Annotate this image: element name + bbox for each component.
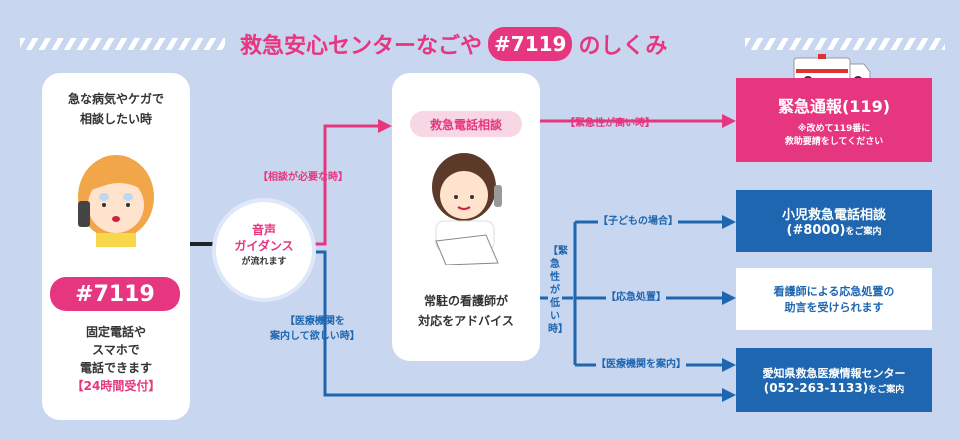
emergency-title: 緊急通報(119)	[777, 97, 891, 116]
consult-line2: 対応をアドバイス	[418, 314, 514, 328]
consult-desc: 常駐の看護師が 対応をアドバイス	[392, 291, 540, 331]
label-first-aid: 【応急処置】	[606, 288, 666, 303]
guidance-line3: が流れます	[241, 257, 287, 267]
title-stripes-left	[20, 38, 225, 50]
child-line2: (#8000)	[786, 223, 846, 238]
arrow-guidance-consult	[310, 124, 380, 246]
arrow-consult-emergency-head	[722, 114, 736, 128]
center-line2: (052-263-1133)	[763, 381, 869, 395]
label-hospital-info: 【医療機関を 案内して欲しい時】	[270, 312, 360, 342]
result-first-aid: 看護師による応急処置の 助言を受けられます	[736, 268, 932, 330]
caller-top-text: 急な病気やケガで 相談したい時	[42, 89, 190, 129]
result-child: 小児救急電話相談 (#8000)をご案内	[736, 190, 932, 252]
caller-bottom-text: 固定電話や スマホで 電話できます 【24時間受付】	[42, 323, 190, 395]
label-hospital-info-line2: 案内して欲しい時】	[270, 331, 360, 342]
arrow-branch-child-head	[722, 215, 736, 229]
first-aid-line1: 看護師による応急処置の	[773, 285, 895, 298]
center-line2b: をご案内	[868, 385, 905, 395]
title-number-badge: #7119	[488, 27, 573, 61]
nurse-illustration	[432, 153, 502, 265]
page-title: 救急安心センターなごや #7119 のしくみ	[240, 24, 667, 64]
center-line2-row: (052-263-1133)をご案内	[764, 381, 904, 395]
caller-bottom-line2: スマホで	[92, 343, 140, 357]
label-urgent-low: 【緊急性が低い時】	[548, 245, 568, 336]
caller-bottom-line3: 電話できます	[79, 361, 152, 375]
consult-title: 救急電話相談	[410, 111, 522, 137]
consult-card: 救急電話相談 常駐の看護師が 対応をアドバイス	[392, 73, 540, 361]
woman-phone-illustration	[78, 155, 154, 247]
arrow-guidance-center-head	[722, 388, 736, 402]
result-emergency: 緊急通報(119) ※改めて119番に 救助要請をしてください	[736, 78, 932, 162]
child-line1: 小児救急電話相談	[781, 208, 886, 223]
title-stripes-right	[745, 38, 945, 50]
arrow-guidance-consult-head	[378, 119, 392, 133]
caller-card: 急な病気やケガで 相談したい時 #7119 固定電話や スマホで 電話できます …	[42, 73, 190, 420]
caller-top-line1: 急な病気やケガで	[67, 92, 164, 106]
center-line1: 愛知県救急医療情報センター	[762, 367, 906, 380]
caller-bottom-line1: 固定電話や	[85, 325, 146, 339]
emergency-line1: ※改めて119番に	[797, 124, 871, 134]
guidance-line1: 音声	[251, 223, 276, 237]
emergency-line2: 救助要請をしてください	[784, 137, 884, 147]
arrow-branch-center-head	[722, 358, 736, 372]
title-suffix: のしくみ	[578, 34, 668, 59]
label-hospital-guide: 【医療機関を案内】	[596, 355, 686, 370]
caller-number-badge: #7119	[50, 277, 180, 311]
label-hospital-info-line1: 【医療機関を	[284, 316, 345, 327]
first-aid-line2: 助言を受けられます	[784, 301, 884, 314]
title-prefix: 救急安心センターなごや	[240, 34, 483, 59]
child-line2b: をご案内	[845, 227, 882, 237]
arrow-guidance-center	[310, 250, 725, 397]
caller-hours: 【24時間受付】	[71, 379, 161, 393]
voice-guidance-circle: 音声 ガイダンス が流れます	[212, 198, 316, 302]
caller-top-line2: 相談したい時	[79, 112, 152, 126]
label-urgent-high: 【緊急性が高い時】	[565, 118, 655, 129]
arrow-branch-firstaid-head	[722, 291, 736, 305]
result-center: 愛知県救急医療情報センター (052-263-1133)をご案内	[736, 348, 932, 412]
consult-line1: 常駐の看護師が	[423, 294, 508, 308]
child-line2-row: (#8000)をご案内	[787, 223, 882, 238]
guidance-line2: ガイダンス	[234, 239, 294, 253]
label-consult-needed: 【相談が必要な時】	[258, 172, 348, 183]
label-child: 【子どもの場合】	[598, 212, 678, 227]
